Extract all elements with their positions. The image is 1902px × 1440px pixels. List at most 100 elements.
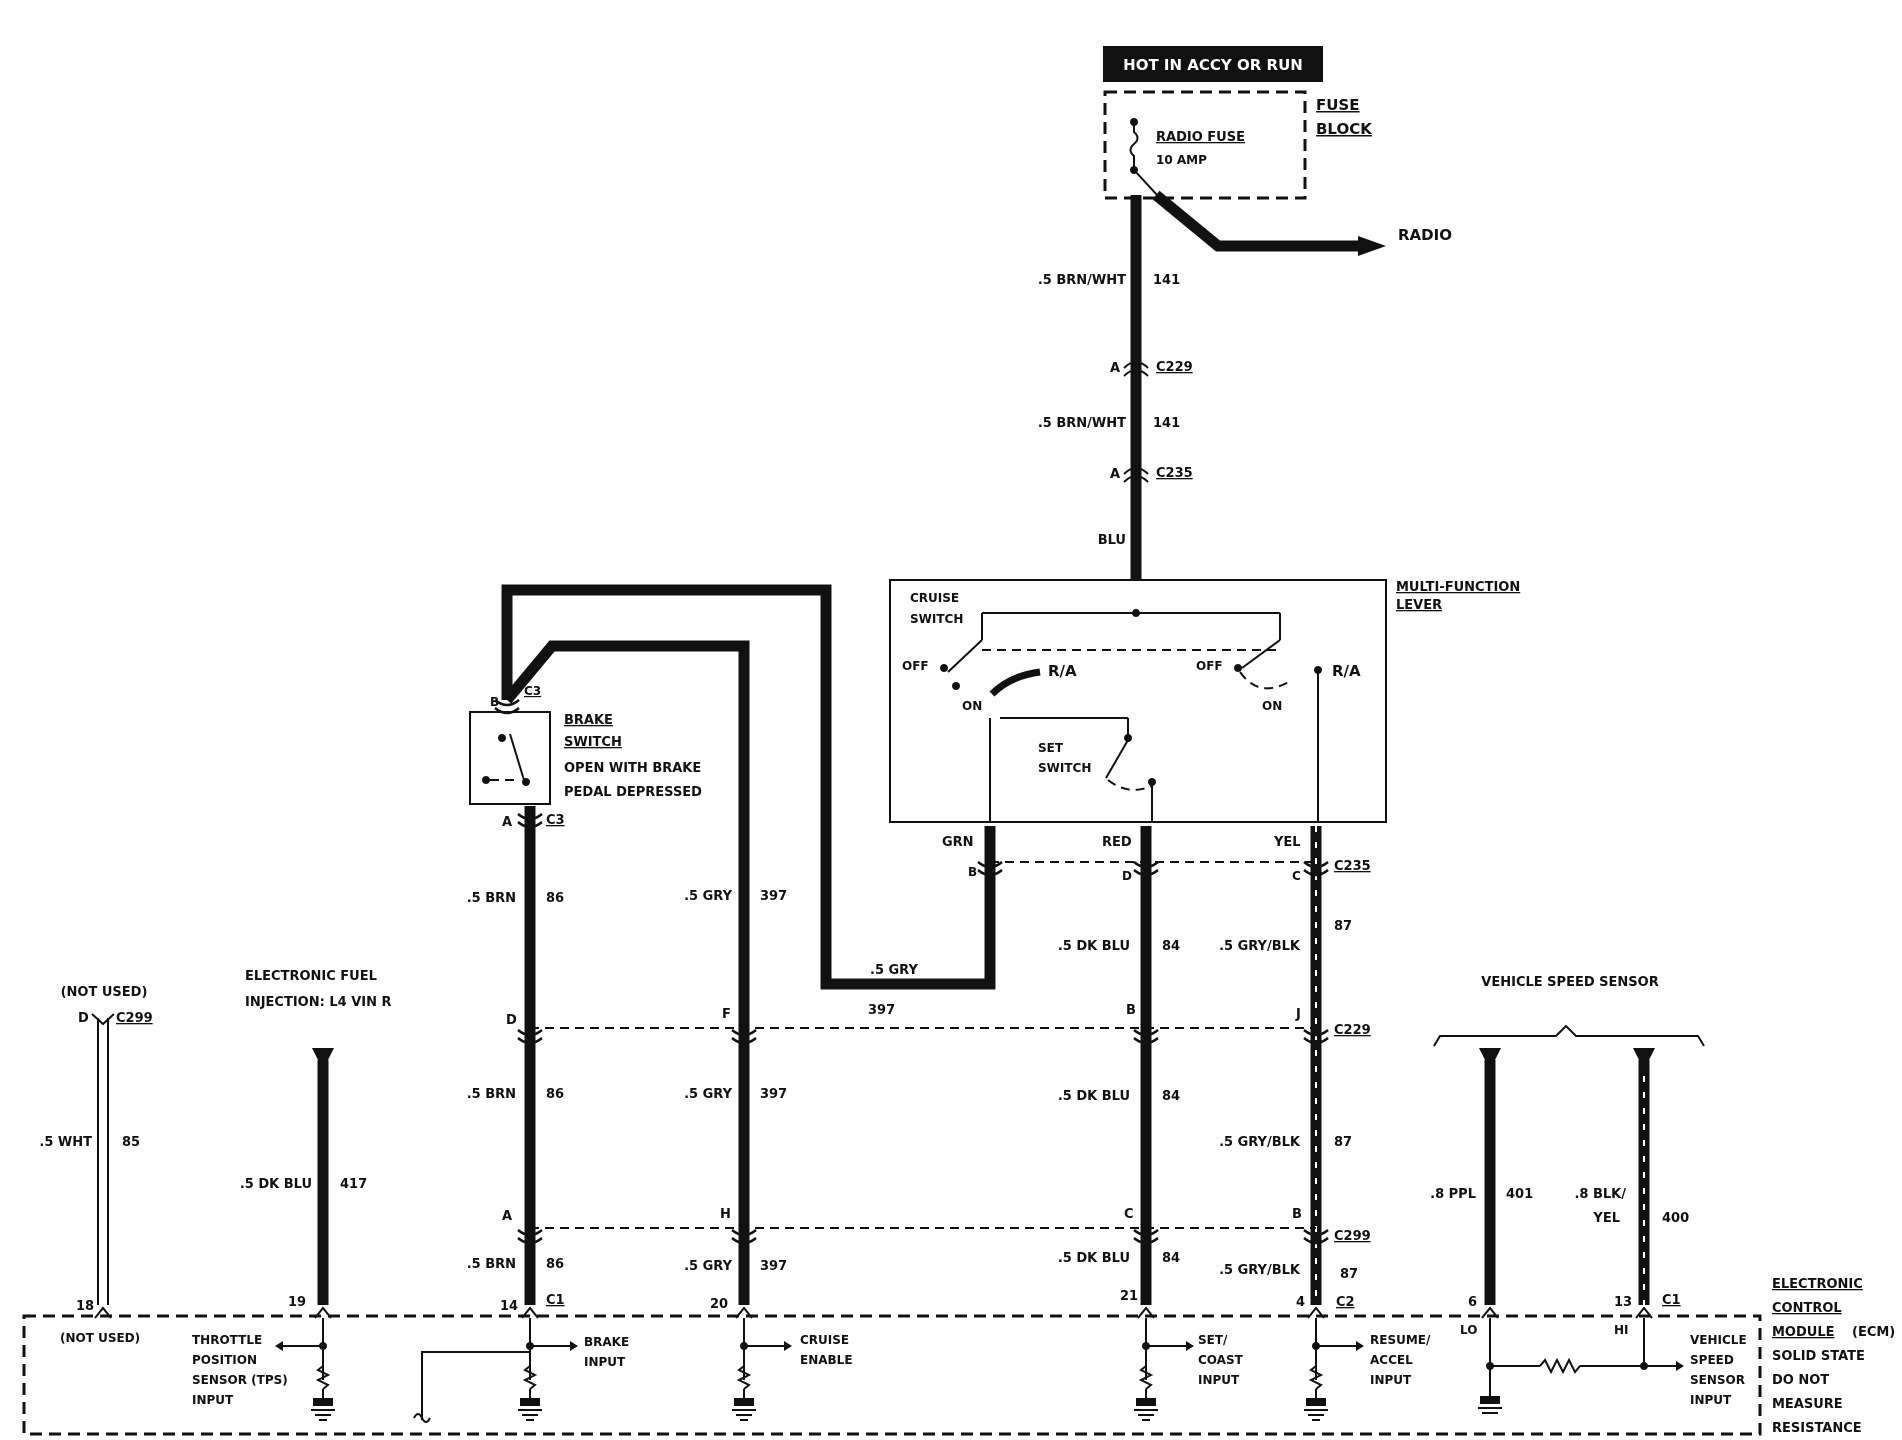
- connector-glyph-icon: [517, 1229, 543, 1245]
- dkblu-bot-label: .5 DK BLU: [1058, 1251, 1130, 1266]
- ecm-pin-arrow-icon: [94, 1306, 112, 1319]
- fuse-block-label-1: FUSE: [1316, 96, 1359, 114]
- ecm-c1-a: C1: [546, 1293, 565, 1308]
- ground-icon: [1480, 1396, 1500, 1404]
- fuse-block-box: [1103, 90, 1307, 200]
- c229-wire-397: 397: [868, 1003, 895, 1018]
- feed-circuit-2: 141: [1153, 416, 1180, 431]
- connector-glyph-icon: [1303, 861, 1329, 877]
- brake-note-1: OPEN WITH BRAKE: [564, 761, 701, 776]
- power-section: HOT IN ACCY OR RUN FUSE BLOCK RADIO FUSE…: [1103, 46, 1452, 580]
- grybk-mid-label: .5 GRY/BLK: [1219, 1135, 1301, 1150]
- ecm-pin-arrow-icon: [1307, 1306, 1325, 1319]
- connector-glyph-icon: [517, 1029, 543, 1045]
- c235-connector-row: B D C C235: [968, 859, 1371, 883]
- brake-side-contact: [482, 776, 490, 784]
- feed-blu-label: BLU: [1098, 533, 1126, 548]
- set-switch-blade: [1105, 739, 1129, 779]
- cruise-enable-label-2: ENABLE: [800, 1353, 853, 1367]
- brake-top-contact: [498, 734, 506, 742]
- c229-pin-b: B: [1126, 1003, 1136, 1018]
- c229-pin-f: F: [722, 1007, 731, 1022]
- brake-switch-box: [469, 711, 551, 805]
- gry-bot-label: .5 GRY: [684, 1259, 732, 1274]
- brn-bot-label: .5 BRN: [467, 1257, 516, 1272]
- efi-label-2: INJECTION: L4 VIN R: [245, 995, 392, 1010]
- fuse-rating: 10 AMP: [1156, 153, 1207, 167]
- feed-c235-pin: A: [1110, 467, 1120, 482]
- tps-label-3: SENSOR (TPS): [192, 1373, 288, 1387]
- ecm-pin-arrow-icon: [314, 1306, 332, 1319]
- cruise-switch-label-2: SWITCH: [910, 612, 963, 626]
- hi-label: HI: [1614, 1323, 1629, 1337]
- left-ra-contact: [989, 668, 1041, 697]
- efi-dkblu-label: .5 DK BLU: [240, 1177, 312, 1192]
- pin-19: 19: [288, 1295, 306, 1310]
- feed-wire-label-2: .5 BRN/WHT: [1038, 416, 1126, 431]
- brake-pin-b: B: [490, 695, 499, 709]
- connector-glyph-icon: [494, 699, 520, 715]
- brake-title-2: SWITCH: [564, 735, 622, 750]
- vss-input-label-4: INPUT: [1690, 1393, 1732, 1407]
- pin-20: 20: [710, 1297, 728, 1312]
- vehicle-speed-sensor: VEHICLE SPEED SENSOR .8 PPL 401 .8 BLK/ …: [1430, 975, 1705, 1226]
- c229-name: C229: [1334, 1023, 1371, 1038]
- left-c299-name: C299: [116, 1011, 153, 1026]
- not-used-bottom: (NOT USED): [60, 1331, 140, 1345]
- vss-resistor-icon: [1539, 1357, 1581, 1375]
- brake-input-tilde-icon: [413, 1413, 431, 1423]
- tps-label-2: POSITION: [192, 1353, 257, 1367]
- vss-ppl-ckt: 401: [1506, 1187, 1533, 1202]
- ecm-box: [22, 1314, 1762, 1436]
- c235-pin-c: C: [1292, 869, 1301, 883]
- brake-c3-bottom: C3: [546, 813, 565, 828]
- feed-section: .5 BRN/WHT 141 A C229 .5 BRN/WHT 141 A C…: [1038, 273, 1193, 548]
- vss-blkyel-connector-icon: [1633, 1048, 1655, 1070]
- ground-icon: [313, 1398, 333, 1406]
- brn-top-label: .5 BRN: [467, 891, 516, 906]
- ground-icon: [1306, 1398, 1326, 1406]
- gry-mid-ckt: 397: [760, 1087, 787, 1102]
- resistor-icon: [1138, 1365, 1154, 1390]
- set-switch-out-contact: [1148, 778, 1156, 786]
- radio-label: RADIO: [1398, 226, 1452, 244]
- grybk-bot-ckt: 87: [1340, 1267, 1358, 1282]
- brake-title-1: BRAKE: [564, 713, 613, 728]
- set-switch-dashed-arc: [1107, 779, 1153, 791]
- ecm-sense-arrow-icon: [275, 1341, 283, 1351]
- connector-glyphs: [494, 699, 1329, 1245]
- grybk-top-label: .5 GRY/BLK: [1219, 939, 1301, 954]
- resume-label-2: ACCEL: [1370, 1353, 1413, 1367]
- right-ra-label: R/A: [1332, 662, 1361, 680]
- brn-bot-ckt: 86: [546, 1257, 564, 1272]
- grybk-mid-ckt: 87: [1334, 1135, 1352, 1150]
- set-coast-label-2: COAST: [1198, 1353, 1244, 1367]
- ecm-title-3: MODULE: [1772, 1325, 1835, 1340]
- ecm-pin-arrow-icon: [1481, 1306, 1499, 1319]
- feed-circuit-1: 141: [1153, 273, 1180, 288]
- connector-glyph-icon: [517, 813, 543, 829]
- multi-function-lever: MULTI-FUNCTION LEVER CRUISE SWITCH OFF R…: [889, 579, 1520, 850]
- gry-top-ckt: 397: [760, 889, 787, 904]
- lo-label: LO: [1460, 1323, 1477, 1337]
- set-switch-label-2: SWITCH: [1038, 761, 1091, 775]
- left-section: (NOT USED) D C299 .5 WHT 85 ELECTRONIC F…: [39, 969, 391, 1192]
- mfl-box: [889, 579, 1387, 823]
- feed-c229-connector-icon: [1123, 361, 1149, 377]
- hot-header-text: HOT IN ACCY OR RUN: [1123, 56, 1303, 74]
- brake-bottom-contact: [522, 778, 530, 786]
- dkblu-mid-label: .5 DK BLU: [1058, 1089, 1130, 1104]
- not-used-top: (NOT USED): [61, 985, 148, 1000]
- ecm-pin-arrow-icon: [1635, 1306, 1653, 1319]
- c229-pin-j: J: [1295, 1007, 1301, 1022]
- vss-input-label-1: VEHICLE: [1690, 1333, 1747, 1347]
- wires: [97, 584, 1650, 1305]
- brake-input-label-2: INPUT: [584, 1355, 626, 1369]
- brn-mid-ckt: 86: [546, 1087, 564, 1102]
- hot-header-box: [1103, 46, 1323, 82]
- fuse-block-label-2: BLOCK: [1316, 120, 1373, 138]
- radio-wire: [1152, 190, 1360, 252]
- ground-icon: [1136, 1398, 1156, 1406]
- efi-label-1: ELECTRONIC FUEL: [245, 969, 377, 984]
